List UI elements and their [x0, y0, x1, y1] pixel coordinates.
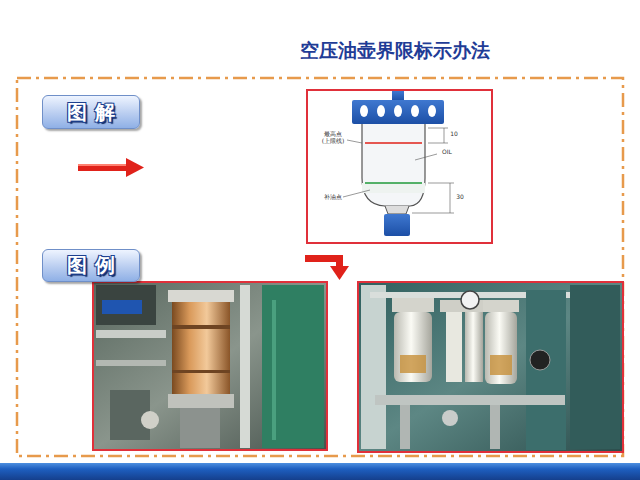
section-button: 图例	[42, 249, 140, 282]
button-label: 图解	[59, 99, 123, 126]
dashed-frame	[17, 78, 623, 456]
oil-cup-diagram	[307, 90, 492, 243]
photo-left	[93, 282, 327, 450]
dimension-label: 10	[447, 131, 461, 138]
section-button: 图解	[42, 95, 140, 129]
refill-point-label: 补油点	[322, 194, 344, 201]
photo-right	[358, 282, 623, 452]
button-label: 图例	[59, 252, 123, 279]
red-bent-arrow	[305, 255, 349, 280]
red-arrow	[78, 158, 144, 177]
title-rule	[250, 65, 626, 68]
oil-label: OIL	[438, 149, 456, 156]
bottom-bar	[0, 463, 640, 480]
slide-title: 空压油壶界限标示办法	[250, 38, 540, 64]
dimension-label: 30	[453, 194, 467, 201]
max-level-label: 最高点 (上限线)	[320, 131, 346, 145]
